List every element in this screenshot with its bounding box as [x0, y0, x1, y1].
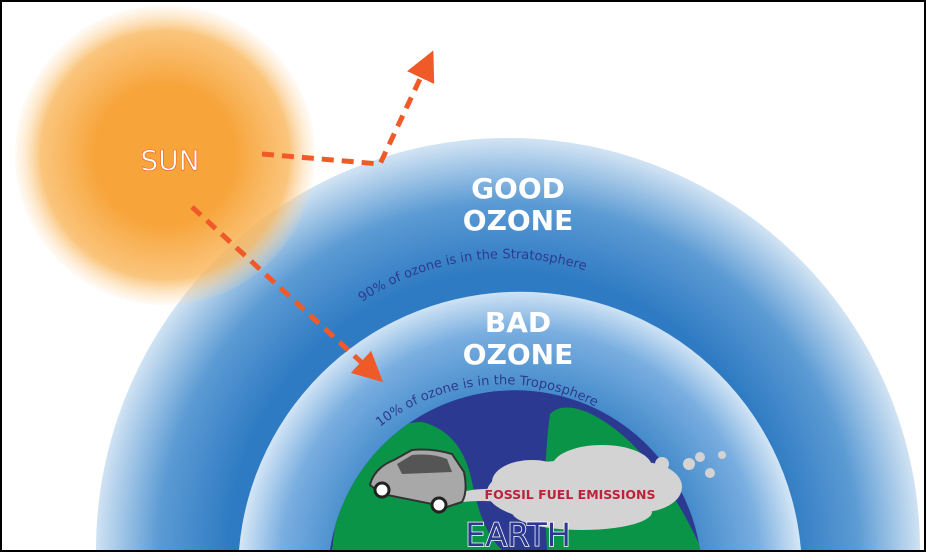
emission-cloud: [462, 445, 726, 530]
sun-label: SUN: [140, 144, 199, 177]
emissions-label: FOSSIL FUEL EMISSIONS: [485, 487, 656, 502]
bad-ozone-label-line2: OZONE: [463, 338, 573, 371]
good-ozone-label-line1: GOOD: [471, 172, 565, 205]
earth-label: EARTH: [465, 516, 571, 550]
sun: [15, 5, 315, 305]
bad-ozone-label-line1: BAD: [485, 306, 551, 339]
car-icon: [368, 448, 467, 514]
sunlight-arrows: [190, 50, 435, 383]
good-ozone-label-line2: OZONE: [463, 204, 573, 237]
